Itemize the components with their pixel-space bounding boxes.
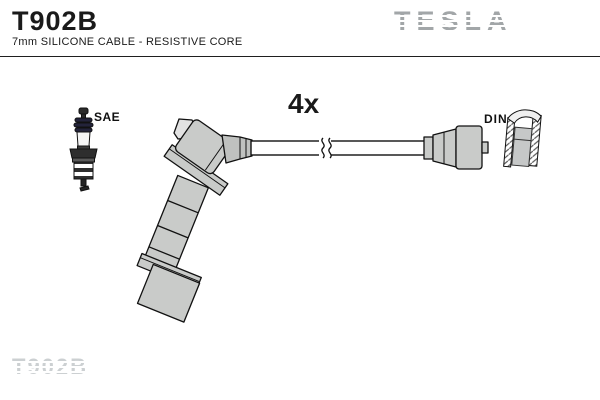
plug-boot-drawing	[136, 118, 253, 323]
logo-stripe	[392, 30, 516, 32]
logo-stripe	[392, 20, 516, 22]
logo-stripe	[392, 25, 516, 27]
din-label: DIN	[484, 112, 508, 126]
watermark-part-number: T902B	[10, 356, 100, 380]
din-connector-section-drawing	[503, 109, 542, 168]
cable-break-mark	[319, 137, 332, 159]
logo-stripe	[392, 15, 516, 17]
distributor-boot-drawing	[423, 125, 489, 170]
header-divider	[0, 56, 600, 57]
sae-label: SAE	[94, 110, 121, 124]
quantity-label: 4x	[288, 88, 320, 119]
brand-logo: TESLA	[392, 8, 516, 36]
logo-stripe	[10, 366, 100, 368]
cable-drawing	[250, 137, 427, 159]
part-number: T902B	[12, 6, 99, 36]
logo-stripe	[10, 371, 100, 373]
product-subtitle: 7mm SILICONE CABLE - RESISTIVE CORE	[12, 36, 243, 48]
logo-stripe	[10, 361, 100, 363]
spark-plug-icon	[69, 107, 98, 192]
